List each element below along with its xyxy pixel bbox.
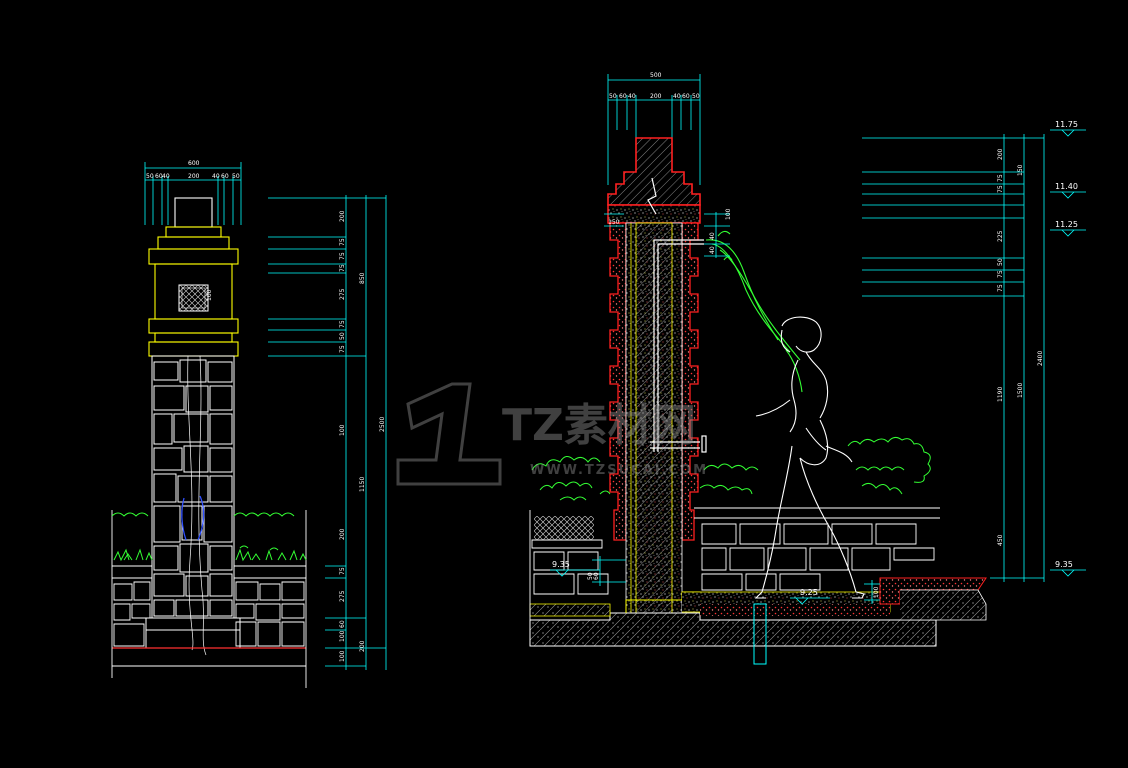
- level-label: 11.75: [1055, 120, 1078, 129]
- right-drain: [753, 603, 767, 665]
- left-side-dim: 100: [339, 630, 346, 642]
- right-paving-pattern: [534, 516, 594, 540]
- right-spout-dim: 100: [725, 208, 732, 220]
- right-dim-e: 40: [673, 93, 681, 100]
- left-dim-width: 600: [188, 160, 200, 167]
- right-spout-dim: 40: [709, 246, 716, 254]
- right-pool-red-layer: [700, 604, 890, 616]
- right-left-brick-face: [609, 222, 627, 541]
- right-side-dim: 200: [997, 148, 1004, 160]
- level-label: 9.35: [552, 560, 570, 569]
- right-spout-dim: 40: [709, 232, 716, 240]
- left-inner-dim: 100: [206, 289, 213, 301]
- right-foundation: [529, 612, 937, 647]
- left-dim-c: 40: [162, 173, 170, 180]
- left-lattice-ornament: [178, 284, 209, 312]
- left-side-dim: 60: [339, 620, 346, 628]
- right-side-dimensions: [862, 134, 1045, 582]
- left-side-dim: 75: [339, 252, 346, 260]
- right-pool-edge-base: [900, 589, 987, 621]
- left-foliage: [111, 512, 307, 562]
- left-ground-walls: [111, 510, 307, 688]
- left-overall-dim: 850: [359, 272, 366, 284]
- right-left-dim: 50: [587, 572, 594, 580]
- left-side-dim: 200: [339, 528, 346, 540]
- left-side-dim: 275: [339, 288, 346, 300]
- left-dim-a: 50: [146, 173, 154, 180]
- left-overall-dim: 1150: [359, 477, 366, 492]
- right-level-markers: [550, 129, 1086, 605]
- right-left-dim: 100: [873, 586, 880, 598]
- left-side-dim: 50: [339, 332, 346, 340]
- left-stone-shaft: [151, 355, 235, 656]
- right-water-spray: [705, 230, 803, 393]
- level-label: 9.25: [800, 588, 818, 597]
- left-side-dim: 275: [339, 590, 346, 602]
- right-dim-width: 500: [650, 72, 662, 79]
- watermark-logo: [396, 382, 502, 486]
- left-lattice-inner: [181, 287, 206, 309]
- left-dim-b: 60: [155, 173, 163, 180]
- left-side-dim: 75: [339, 238, 346, 246]
- left-side-dim: 75: [339, 345, 346, 353]
- right-human-figure: [754, 316, 865, 599]
- watermark: TZ素材网 WWW.TZSUCAI.COM: [396, 382, 708, 486]
- left-side-dim: 200: [339, 210, 346, 222]
- right-side-dim: 150: [1017, 164, 1024, 176]
- right-side-dim: 75: [997, 185, 1004, 193]
- level-label: 11.25: [1055, 220, 1078, 229]
- left-side-dim: 75: [339, 320, 346, 328]
- right-column-cap: [607, 137, 701, 206]
- right-dim-d: 200: [650, 93, 662, 100]
- right-side-dim: 75: [997, 270, 1004, 278]
- right-side-dim: 75: [997, 174, 1004, 182]
- right-side-dim-labels: 200 150 75 75 225 50 75 75 1190 450 1500…: [997, 148, 1044, 546]
- right-dim-c: 40: [628, 93, 636, 100]
- left-overall-dim: 200: [359, 640, 366, 652]
- level-label: 9.35: [1055, 560, 1073, 569]
- left-elevation: 600 50 60 40 200 40 60 50 100: [111, 160, 387, 688]
- left-dim-d: 200: [188, 173, 200, 180]
- left-side-dim: 100: [339, 424, 346, 436]
- right-left-dim: 150: [608, 219, 620, 226]
- left-base: [112, 617, 306, 667]
- left-blue-pipe: [181, 495, 205, 541]
- left-side-dim: 75: [339, 264, 346, 272]
- right-foliage: [531, 436, 931, 501]
- right-overall-dim: 1500: [1017, 383, 1024, 398]
- right-overall-dim: 2400: [1037, 351, 1044, 366]
- left-side-dim: 100: [339, 650, 346, 662]
- left-side-dimensions: [268, 195, 387, 670]
- right-side-dim: 225: [997, 230, 1004, 242]
- left-column-cap: [148, 197, 239, 357]
- left-dim-e: 40: [212, 173, 220, 180]
- right-right-brick-face: [681, 222, 699, 541]
- right-dim-a: 50: [609, 93, 617, 100]
- right-side-dim: 50: [997, 258, 1004, 266]
- left-dim-f: 60: [221, 173, 229, 180]
- right-side-dim: 75: [997, 284, 1004, 292]
- right-section: 500 50 60 40 200 40 60 50: [529, 72, 1086, 665]
- right-left-slab: [529, 603, 611, 617]
- watermark-text: TZ素材网: [502, 400, 696, 451]
- right-dim-b: 60: [619, 93, 627, 100]
- watermark-url: WWW.TZSUCAI.COM: [530, 463, 708, 478]
- right-dim-g: 50: [692, 93, 700, 100]
- left-side-dim: 75: [339, 567, 346, 575]
- right-side-dim: 1190: [997, 387, 1004, 402]
- left-side-dim-labels: 200 75 75 75 275 75 50 75 100 200 75 275…: [339, 210, 386, 662]
- right-water-pipe: [647, 177, 707, 453]
- left-dim-g: 50: [232, 173, 240, 180]
- left-top-dimensions: [144, 162, 242, 225]
- right-spout-dimensions: [592, 212, 880, 604]
- level-label: 11.40: [1055, 182, 1078, 191]
- right-left-dim: 60: [593, 572, 600, 580]
- right-dim-f: 60: [682, 93, 690, 100]
- left-overall-dim: 2500: [379, 417, 386, 432]
- right-side-dim: 450: [997, 534, 1004, 546]
- right-top-dimensions: [607, 74, 701, 185]
